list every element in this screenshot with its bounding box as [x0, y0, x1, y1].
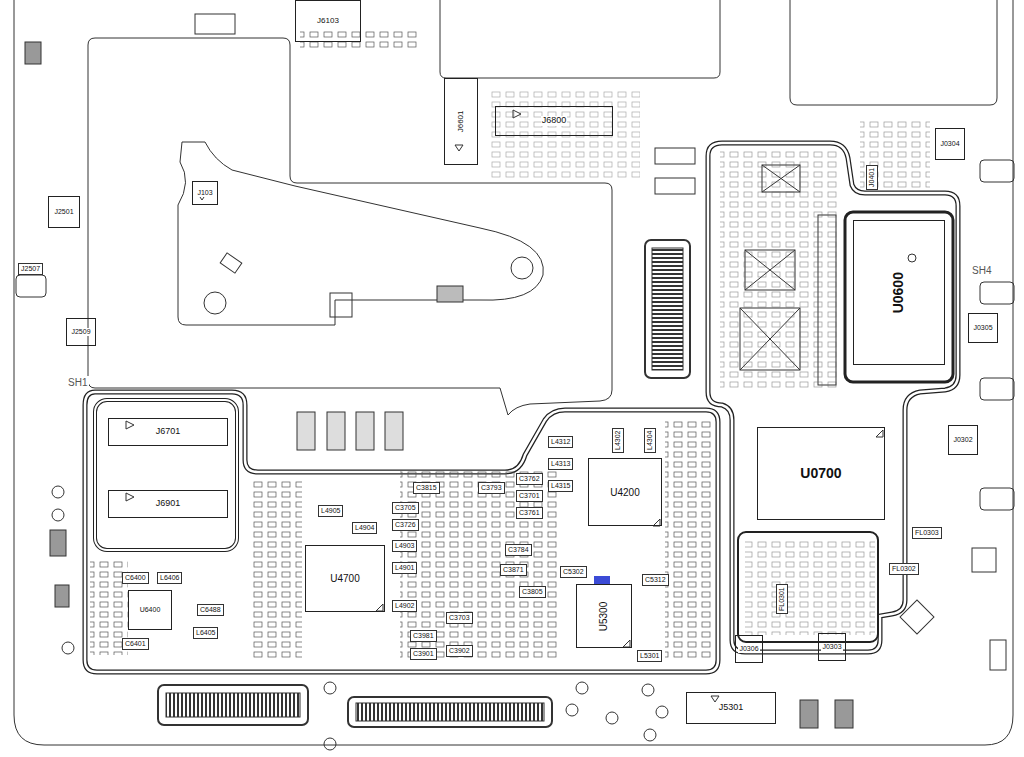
part-designator: J6103 [316, 17, 340, 26]
part-label: C6400 [122, 572, 149, 584]
part-label: C3705 [392, 502, 419, 514]
part-label: C3726 [392, 519, 419, 531]
component-outline: J0302 [948, 425, 978, 455]
part-label: C3701 [516, 490, 543, 502]
part-designator: J6901 [155, 499, 182, 509]
part-designator: J6800 [541, 116, 568, 126]
part-label: FL0302 [889, 563, 919, 575]
part-designator: U0600 [891, 271, 906, 314]
part-label: L4905 [318, 505, 343, 517]
part-label: C3805 [519, 586, 546, 598]
part-label: SH4 [970, 264, 993, 277]
part-designator: J0306 [738, 645, 759, 653]
part-label: L6406 [157, 572, 182, 584]
component-outline: U5300 [576, 584, 632, 648]
part-label: C3871 [500, 564, 527, 576]
part-label: L4315 [548, 480, 573, 492]
component-outline: J2501 [48, 196, 80, 228]
part-label: L4312 [548, 436, 573, 448]
part-label: C6401 [122, 638, 149, 650]
component-outline: J6103 [295, 0, 361, 42]
part-label: C3815 [413, 482, 440, 494]
part-label: C3762 [516, 473, 543, 485]
part-designator: U4700 [329, 573, 360, 584]
part-designator: J2501 [53, 208, 74, 216]
component-outline: J6701 [108, 418, 228, 446]
component-outline: U0700 [757, 427, 885, 520]
part-label: C5302 [560, 566, 587, 578]
part-designator: J5301 [718, 703, 745, 713]
part-designator: J0305 [972, 324, 993, 332]
component-outline: J6601 [444, 78, 478, 165]
component-outline: J2509 [66, 318, 96, 346]
part-label: C3761 [516, 507, 543, 519]
part-label: FL0303 [912, 527, 942, 539]
part-label: SH1 [66, 376, 89, 389]
part-designator: U5300 [599, 600, 610, 631]
part-label: C3901 [410, 648, 437, 660]
part-label: C3793 [478, 482, 505, 494]
part-label: L4302 [612, 428, 624, 453]
component-outline: U6400 [128, 590, 172, 630]
component-outline: J0304 [935, 128, 965, 160]
component-outline: U4700 [305, 545, 385, 612]
part-label: L6405 [193, 627, 218, 639]
part-designator: J6701 [155, 427, 182, 437]
part-label: C5312 [642, 574, 669, 586]
part-label: FL0301 [776, 584, 788, 614]
part-designator: U4200 [609, 487, 640, 498]
part-label: C3703 [446, 612, 473, 624]
part-label: L4313 [548, 458, 573, 470]
part-label: L4304 [644, 428, 656, 453]
part-designator: J6601 [457, 110, 466, 134]
part-label: J0401 [866, 165, 878, 190]
part-label: C3784 [505, 544, 532, 556]
component-outline: J6800 [495, 106, 613, 136]
part-designator: J0302 [952, 436, 973, 444]
part-designator: J103 [196, 189, 213, 197]
component-outline: J0305 [968, 313, 998, 343]
part-label: J2507 [18, 263, 43, 275]
part-label: C6488 [197, 604, 224, 616]
part-label: L4901 [392, 562, 417, 574]
part-designator: U6400 [139, 606, 162, 614]
component-outline: U0600 [853, 220, 945, 365]
part-label: L4904 [352, 522, 377, 534]
component-outline: J0303 [818, 633, 846, 661]
part-label: C3902 [446, 645, 473, 657]
component-outline: U4200 [588, 458, 662, 526]
part-label: L4902 [392, 600, 417, 612]
part-designator: U0700 [799, 466, 842, 481]
component-outline: J0306 [735, 635, 763, 663]
part-label: L4903 [392, 540, 417, 552]
part-designator: J0304 [939, 140, 960, 148]
component-outline: J5301 [686, 692, 776, 724]
component-outline: J6901 [108, 490, 228, 518]
part-label: C3981 [410, 630, 437, 642]
part-designator: J2509 [70, 328, 91, 336]
part-label: L5301 [637, 650, 662, 662]
component-outline: J103 [192, 181, 218, 205]
part-designator: J0303 [821, 643, 842, 651]
